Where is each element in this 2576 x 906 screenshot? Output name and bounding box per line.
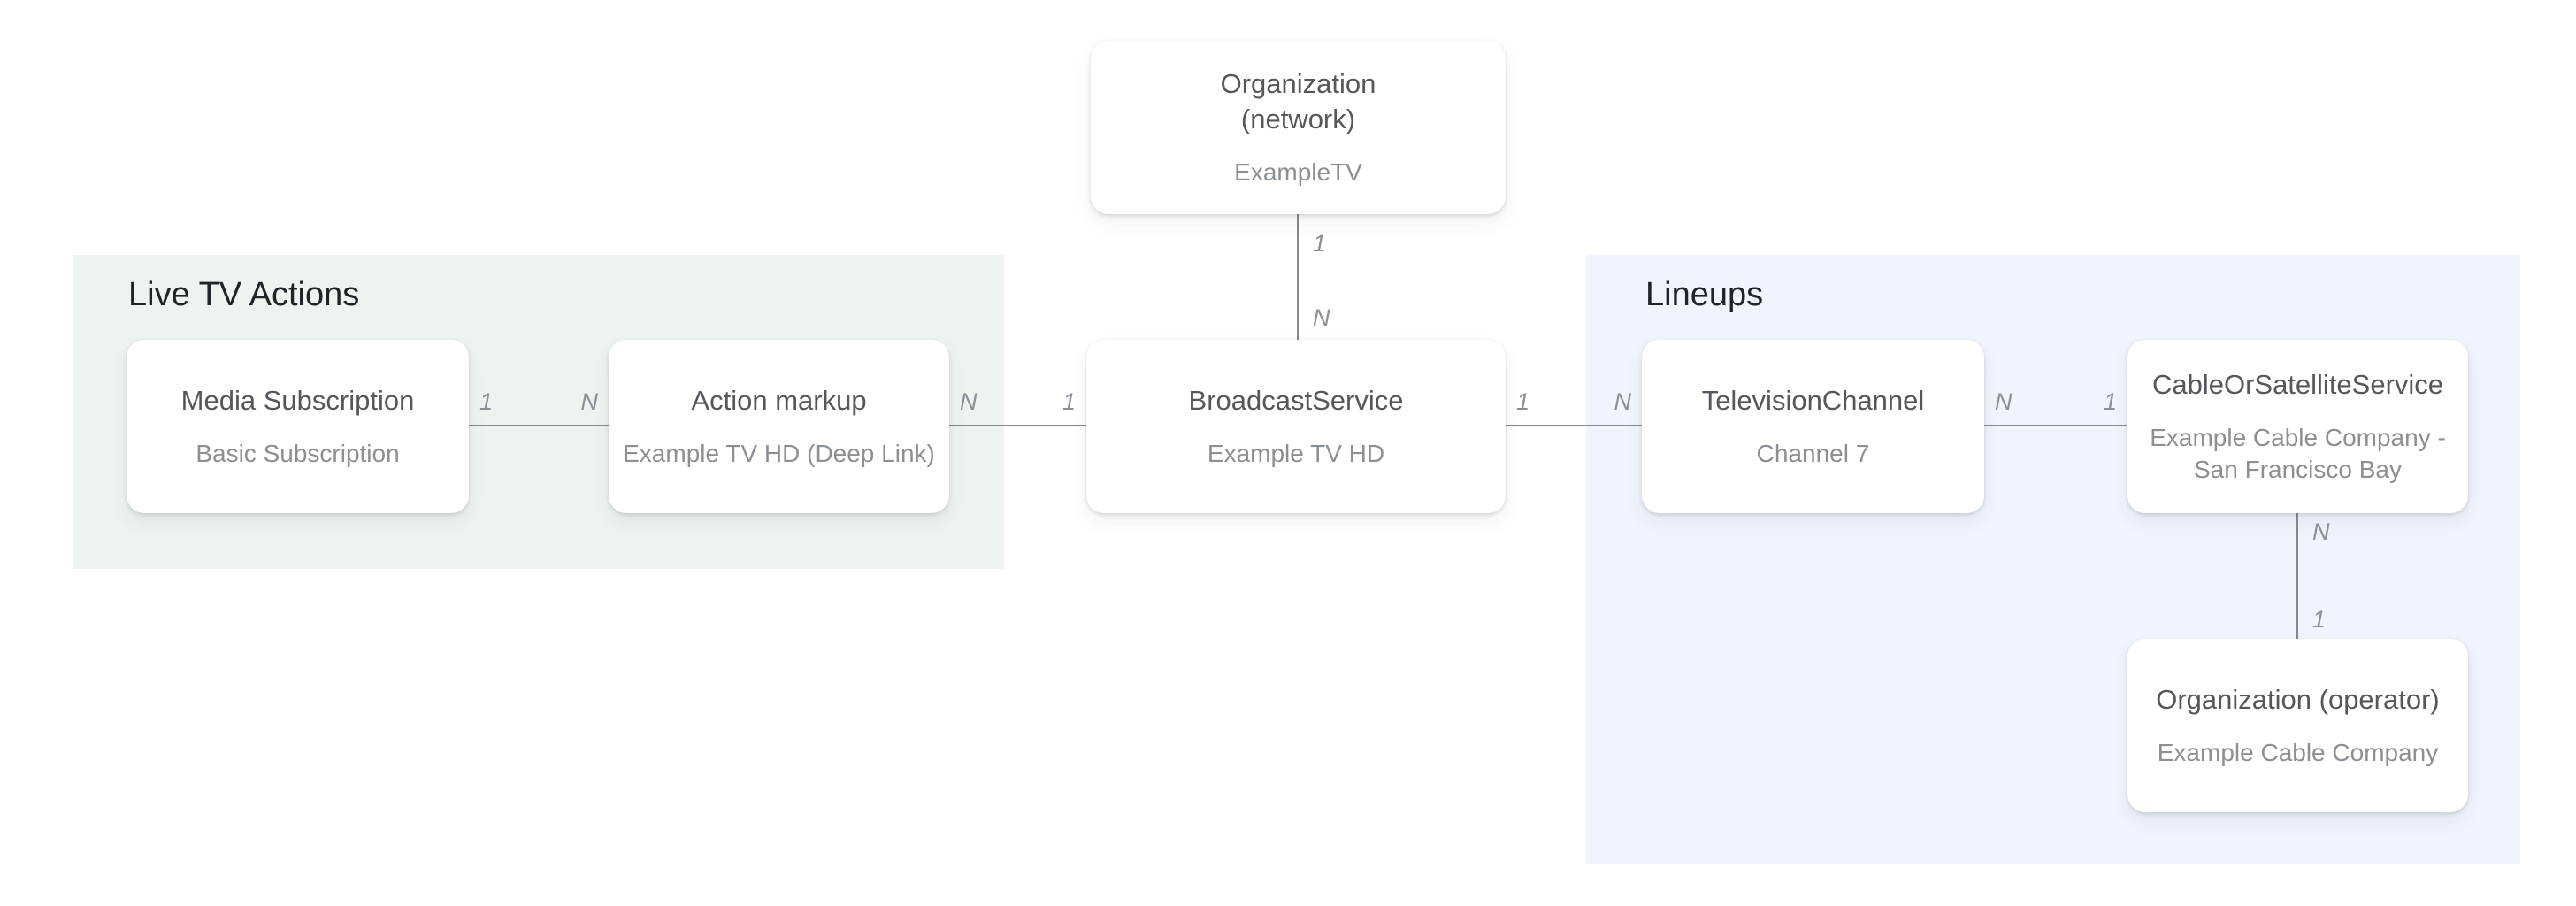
connector-line (469, 425, 609, 426)
region-title-live-tv-actions: Live TV Actions (128, 276, 360, 313)
node-subtitle: Basic Subscription (196, 440, 400, 467)
connector-line (2296, 513, 2298, 639)
connector-line (949, 425, 1086, 426)
connector-broadcast-to-television: 1 N (1506, 386, 1642, 426)
cardinality-label: 1 (479, 388, 494, 415)
cardinality-label: N (960, 388, 978, 415)
cardinality-label: N (2312, 518, 2330, 545)
cardinality-label: 1 (1313, 230, 1327, 257)
node-title: CableOrSatelliteService (2151, 369, 2444, 400)
node-title: Action markup (691, 385, 867, 416)
connector-network-to-broadcast: 1 N (1297, 214, 1350, 340)
node-subtitle: Example TV HD (1207, 440, 1385, 467)
connector-line (1297, 214, 1299, 340)
connector-line (1506, 425, 1642, 426)
connector-media-to-action: 1 N (469, 386, 609, 426)
region-title-lineups: Lineups (1645, 276, 1764, 313)
node-title: BroadcastService (1188, 385, 1404, 416)
cardinality-label: 1 (2103, 388, 2117, 415)
cardinality-label: N (1995, 388, 2012, 415)
node-title: Media Subscription (180, 385, 415, 416)
connector-line (1984, 425, 2128, 426)
node-television-channel: TelevisionChannel Channel 7 (1642, 340, 1984, 513)
node-action-markup: Action markup Example TV HD (Deep Link) (609, 340, 949, 513)
cardinality-label: 1 (2312, 606, 2327, 633)
node-broadcast-service: BroadcastService Example TV HD (1086, 340, 1506, 513)
cardinality-label: N (580, 388, 599, 415)
node-subtitle: Example Cable Company - San Francisco Ba… (2150, 424, 2446, 483)
cardinality-label: 1 (1062, 388, 1076, 415)
node-title: Organization (operator) (2156, 684, 2440, 715)
connector-cable-to-operator: N 1 (2296, 513, 2350, 639)
connector-action-to-broadcast: N 1 (949, 386, 1086, 426)
node-title: TelevisionChannel (1701, 385, 1925, 416)
node-media-subscription: Media Subscription Basic Subscription (126, 340, 469, 513)
node-subtitle: ExampleTV (1234, 158, 1362, 186)
connector-television-to-cable: N 1 (1984, 386, 2128, 426)
node-subtitle: Example Cable Company (2157, 739, 2439, 766)
cardinality-label: N (1614, 388, 1632, 415)
cardinality-label: 1 (1516, 388, 1530, 415)
node-organization-network: Organization (network) ExampleTV (1091, 41, 1506, 214)
node-subtitle: Example TV HD (Deep Link) (623, 440, 935, 467)
node-organization-operator: Organization (operator) Example Cable Co… (2128, 639, 2468, 812)
node-title: Organization (network) (1220, 68, 1376, 134)
cardinality-label: N (1313, 304, 1330, 331)
node-cable-or-satellite-service: CableOrSatelliteService Example Cable Co… (2128, 340, 2468, 513)
node-subtitle: Channel 7 (1756, 440, 1870, 467)
